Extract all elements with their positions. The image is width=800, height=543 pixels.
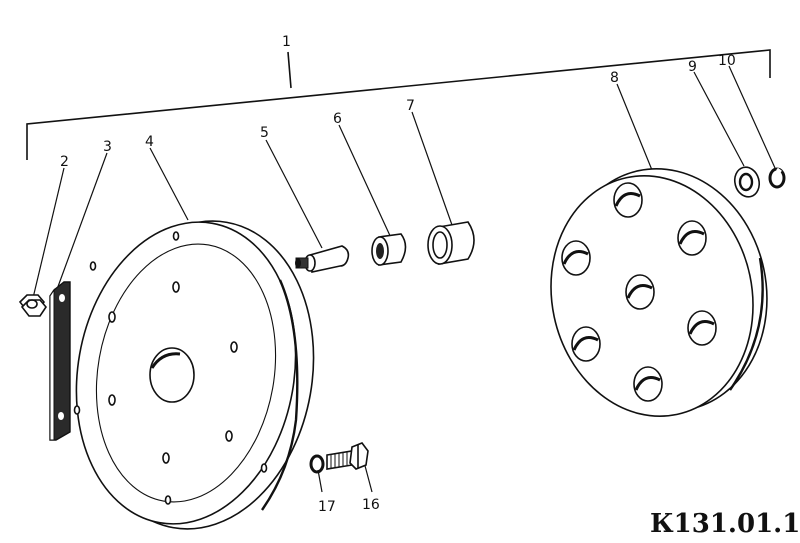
part-6-bushing (371, 233, 407, 266)
callout-1: 1 (282, 34, 291, 50)
drawing-code: К131.01.19 (650, 509, 800, 539)
coupling-holes (561, 182, 717, 402)
part-8-coupling-block (550, 167, 768, 417)
callout-5: 5 (260, 125, 269, 141)
callout-9: 9 (688, 59, 697, 75)
part-2-hex-nut (18, 294, 48, 317)
callout-7: 7 (406, 98, 415, 114)
flange-bolt-holes (73, 231, 268, 505)
callout-16: 16 (362, 497, 380, 513)
callout-3: 3 (103, 139, 112, 155)
callout-17: 17 (318, 499, 336, 515)
part-4-flange-disc (73, 220, 315, 530)
callout-2: 2 (60, 154, 69, 170)
part-9-washer (733, 166, 761, 198)
assembly-bracket (26, 49, 771, 160)
callout-4: 4 (145, 134, 154, 150)
callout-6: 6 (333, 111, 342, 127)
leader-lines (32, 65, 776, 493)
callout-labels: 1 2 3 4 5 6 7 8 9 10 16 17 (60, 34, 736, 515)
part-10-spring-washer (768, 167, 786, 189)
part-7-sleeve (427, 221, 475, 265)
part-5-stud-pin (295, 245, 350, 273)
part-17-spring-washer (309, 454, 325, 474)
part-3-lock-strip (49, 281, 71, 441)
callout-8: 8 (610, 70, 619, 86)
part-16-bolt (326, 442, 369, 470)
callout-10: 10 (718, 53, 736, 69)
